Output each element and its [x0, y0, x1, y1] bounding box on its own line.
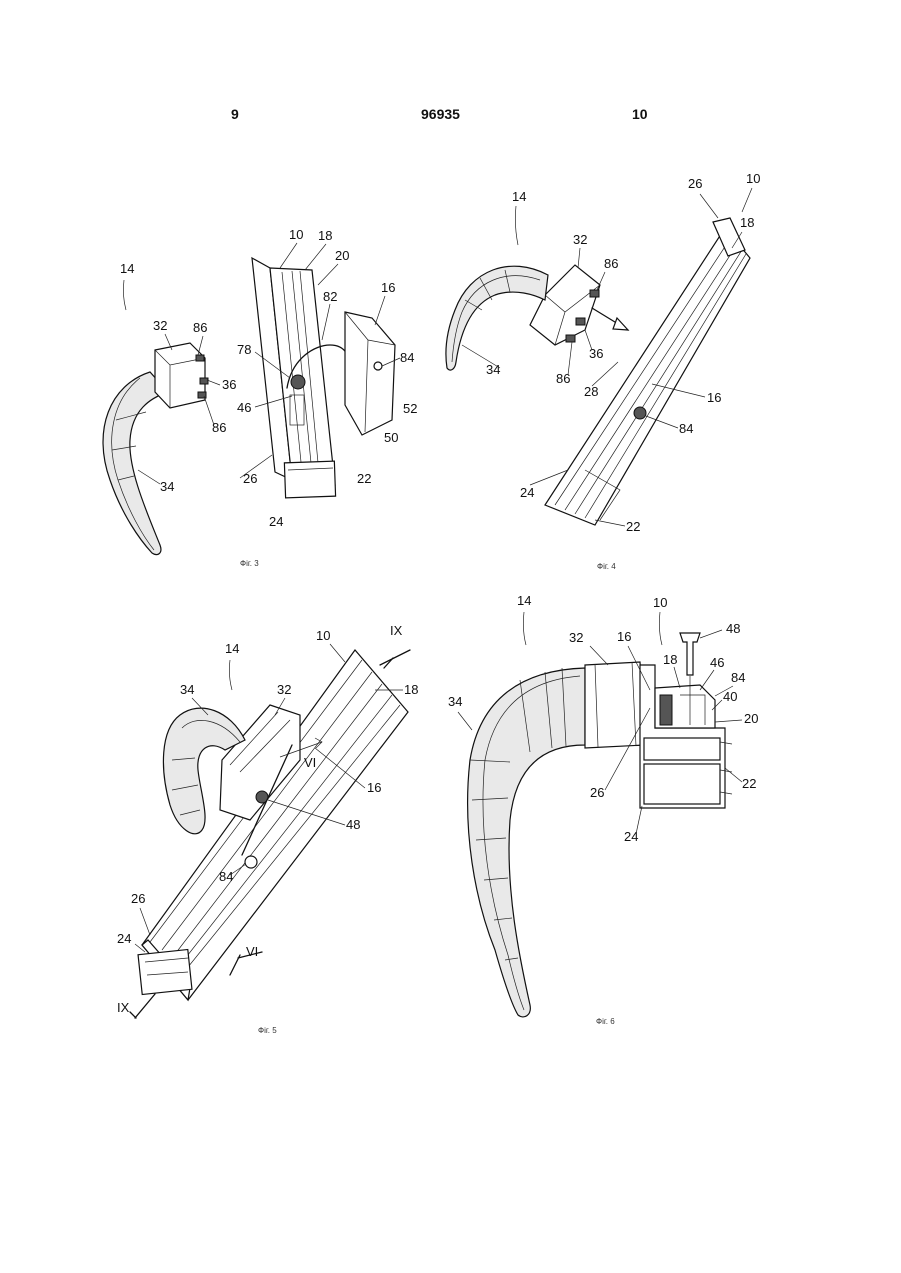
fig6-label: 40 [723, 689, 737, 704]
fig3-pin-mid [200, 378, 208, 384]
fig5-label: VI [246, 944, 258, 959]
fig5-section-mark-bottom [135, 994, 155, 1018]
fig4-label: 86 [604, 256, 618, 271]
fig5-label: 18 [404, 682, 418, 697]
fig3-label: 82 [323, 289, 337, 304]
fig3-label: 18 [318, 228, 332, 243]
fig6-screw [680, 633, 700, 675]
fig4-hole [634, 407, 646, 419]
fig5-section-mark-top [380, 650, 410, 665]
fig3-label: 16 [381, 280, 395, 295]
fig4-label: 10 [746, 171, 760, 186]
fig6-label: 14 [517, 593, 531, 608]
fig5-label: 34 [180, 682, 194, 697]
fig5-label: IX [117, 1000, 130, 1015]
fig3-hole [291, 375, 305, 389]
fig5-label: 10 [316, 628, 330, 643]
fig3-pin-upper [196, 355, 204, 361]
fig4-label: 32 [573, 232, 587, 247]
fig3-label: 86 [212, 420, 226, 435]
fig3-label: 10 [289, 227, 303, 242]
fig4-pin-upper [590, 290, 599, 297]
fig4-label: 16 [707, 390, 721, 405]
fig4-label: 22 [626, 519, 640, 534]
fig3-label: 14 [120, 261, 134, 276]
fig3-label: 20 [335, 248, 349, 263]
fig3-label: 50 [384, 430, 398, 445]
fig3-pin-lower [198, 392, 206, 398]
fig5-screw [245, 856, 257, 868]
fig4-pin-mid [576, 318, 585, 325]
fig3-caption: Фіг. 3 [240, 559, 259, 568]
fig5-label: 26 [131, 891, 145, 906]
fig4-pin-lower [566, 335, 575, 342]
fig6-handle-lever [468, 668, 585, 1017]
fig4-label: 24 [520, 485, 534, 500]
fig6-label: 34 [448, 694, 462, 709]
figure-4-labels: 14 26 10 18 32 86 36 34 86 28 16 84 24 2… [462, 171, 760, 571]
fig4-label: 26 [688, 176, 702, 191]
fig6-label: 84 [731, 670, 745, 685]
fig4-label: 18 [740, 215, 754, 230]
fig5-label: IX [390, 623, 403, 638]
fig5-label: 32 [277, 682, 291, 697]
fig6-label: 18 [663, 652, 677, 667]
fig3-label: 84 [400, 350, 414, 365]
fig6-label: 22 [742, 776, 756, 791]
fig5-label: 16 [367, 780, 381, 795]
figure-6-drawing [468, 633, 732, 1017]
fig3-handle-lever [103, 372, 168, 555]
fig3-label: 26 [243, 471, 257, 486]
fig3-label: 22 [357, 471, 371, 486]
fig6-label: 26 [590, 785, 604, 800]
fig4-handle-lever [446, 266, 548, 370]
fig3-label: 36 [222, 377, 236, 392]
fig6-caption: Фіг. 6 [596, 1017, 615, 1026]
fig6-label: 10 [653, 595, 667, 610]
fig5-label: 84 [219, 869, 233, 884]
fig3-label: 32 [153, 318, 167, 333]
fig3-component-16 [345, 312, 395, 435]
fig4-label: 28 [584, 384, 598, 399]
fig5-label: VI [304, 755, 316, 770]
figure-5-drawing [130, 650, 410, 1018]
fig3-label: 86 [193, 320, 207, 335]
fig3-label: 34 [160, 479, 174, 494]
fig3-label: 78 [237, 342, 251, 357]
fig6-label: 32 [569, 630, 583, 645]
fig5-label: 14 [225, 641, 239, 656]
fig6-rosette [585, 662, 645, 748]
fig5-label: 48 [346, 817, 360, 832]
fig6-label: 46 [710, 655, 724, 670]
fig3-label: 52 [403, 401, 417, 416]
fig3-label: 46 [237, 400, 251, 415]
fig4-label: 84 [679, 421, 693, 436]
fig4-caption: Фіг. 4 [597, 562, 616, 571]
fig6-label: 20 [744, 711, 758, 726]
fig4-label: 14 [512, 189, 526, 204]
fig3-label: 24 [269, 514, 283, 529]
fig6-label: 48 [726, 621, 740, 636]
fig5-caption: Фіг. 5 [258, 1026, 277, 1035]
fig5-label: 24 [117, 931, 131, 946]
fig6-label: 16 [617, 629, 631, 644]
